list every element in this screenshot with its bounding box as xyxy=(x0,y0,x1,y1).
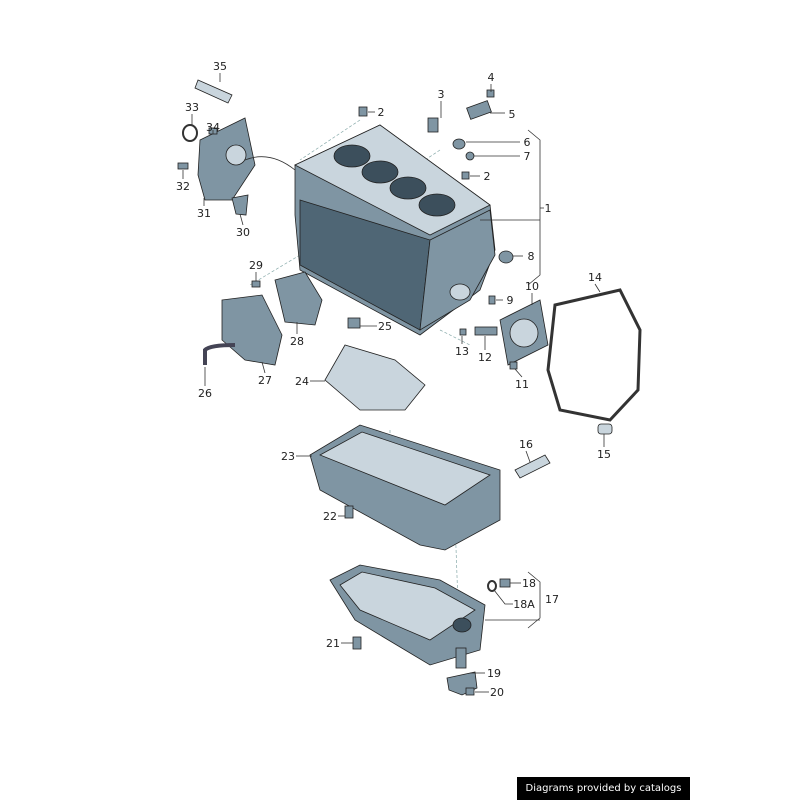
callout-24: 24 xyxy=(295,375,309,388)
callout-27: 27 xyxy=(258,374,272,387)
callout-26: 26 xyxy=(198,387,212,400)
callout-8: 8 xyxy=(528,250,535,263)
callout-28: 28 xyxy=(290,335,304,348)
upper-oil-pan-23 xyxy=(309,424,551,551)
callout-29: 29 xyxy=(249,259,263,272)
callout-15: 15 xyxy=(597,448,611,461)
callout-13: 13 xyxy=(455,345,469,358)
callout-11: 11 xyxy=(515,378,529,391)
callout-21: 21 xyxy=(326,637,340,650)
callout-17: 17 xyxy=(545,593,559,606)
timing-cover-bracket xyxy=(197,117,296,216)
sealant-tube-35 xyxy=(194,79,233,104)
callout-34: 34 xyxy=(206,121,220,134)
callout-31: 31 xyxy=(197,207,211,220)
callout-16: 16 xyxy=(519,438,533,451)
callout-20: 20 xyxy=(490,686,504,699)
callout-1: 1 xyxy=(545,202,552,215)
callout-35: 35 xyxy=(213,60,227,73)
callout-6: 6 xyxy=(524,136,531,149)
callout-30: 30 xyxy=(236,226,250,239)
callout-10: 10 xyxy=(525,280,539,293)
engine-block xyxy=(294,124,496,336)
lower-oil-pan-17 xyxy=(329,564,511,696)
cover-27-28 xyxy=(203,271,361,366)
bolt-32 xyxy=(177,162,189,170)
callout-2: 2 xyxy=(378,106,385,119)
callout-25: 25 xyxy=(378,320,392,333)
gasket-14 xyxy=(546,288,642,435)
callout-19: 19 xyxy=(487,667,501,680)
leader-lines xyxy=(182,73,605,693)
callout-22: 22 xyxy=(323,510,337,523)
baffle-24 xyxy=(324,344,426,411)
group-brackets xyxy=(480,129,544,629)
callout-9: 9 xyxy=(507,294,514,307)
callout-2-lower: 2 xyxy=(484,170,491,183)
callout-32: 32 xyxy=(176,180,190,193)
callout-18a: 18A xyxy=(513,598,535,611)
seal-ring-33 xyxy=(182,124,198,142)
callout-7: 7 xyxy=(524,150,531,163)
callout-33: 33 xyxy=(185,101,199,114)
seal-flange-10 xyxy=(459,299,549,370)
top-fittings xyxy=(358,89,514,305)
callout-3: 3 xyxy=(438,88,445,101)
callout-5: 5 xyxy=(509,108,516,121)
callout-4: 4 xyxy=(488,71,495,84)
credit-banner: Diagrams provided by catalogs parts xyxy=(517,777,690,800)
callout-18: 18 xyxy=(522,577,536,590)
callout-23: 23 xyxy=(281,450,295,463)
callout-12: 12 xyxy=(478,351,492,364)
callout-14: 14 xyxy=(588,271,602,284)
callout-labels: 35 34 33 32 31 30 2 3 4 5 6 7 2 1 8 29 9… xyxy=(176,60,611,699)
